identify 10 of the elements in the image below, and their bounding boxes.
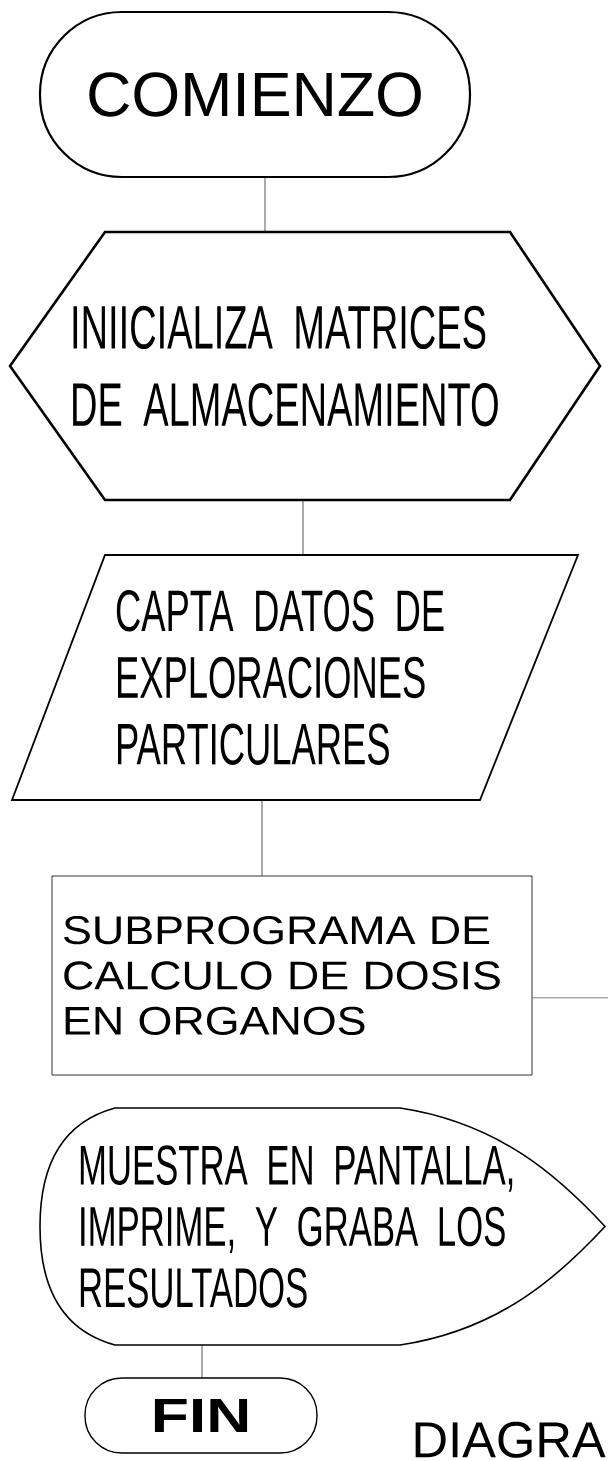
connector-line	[302, 499, 304, 556]
preparation-hexagon: INIICIALIZA MATRICES DE ALMACENAMIENTO	[8, 230, 602, 502]
connector-line	[201, 1344, 203, 1379]
connector-line	[261, 799, 263, 877]
process-box: SUBPROGRAMA DE CALCULO DE DOSIS EN ORGANOS	[51, 875, 533, 1076]
connector-line	[264, 176, 266, 233]
start-terminal: COMIENZO	[38, 10, 472, 179]
end-terminal: FIN	[84, 1377, 318, 1454]
connector-line	[531, 997, 608, 999]
caption-text: DIAGRA	[415, 1421, 606, 1458]
